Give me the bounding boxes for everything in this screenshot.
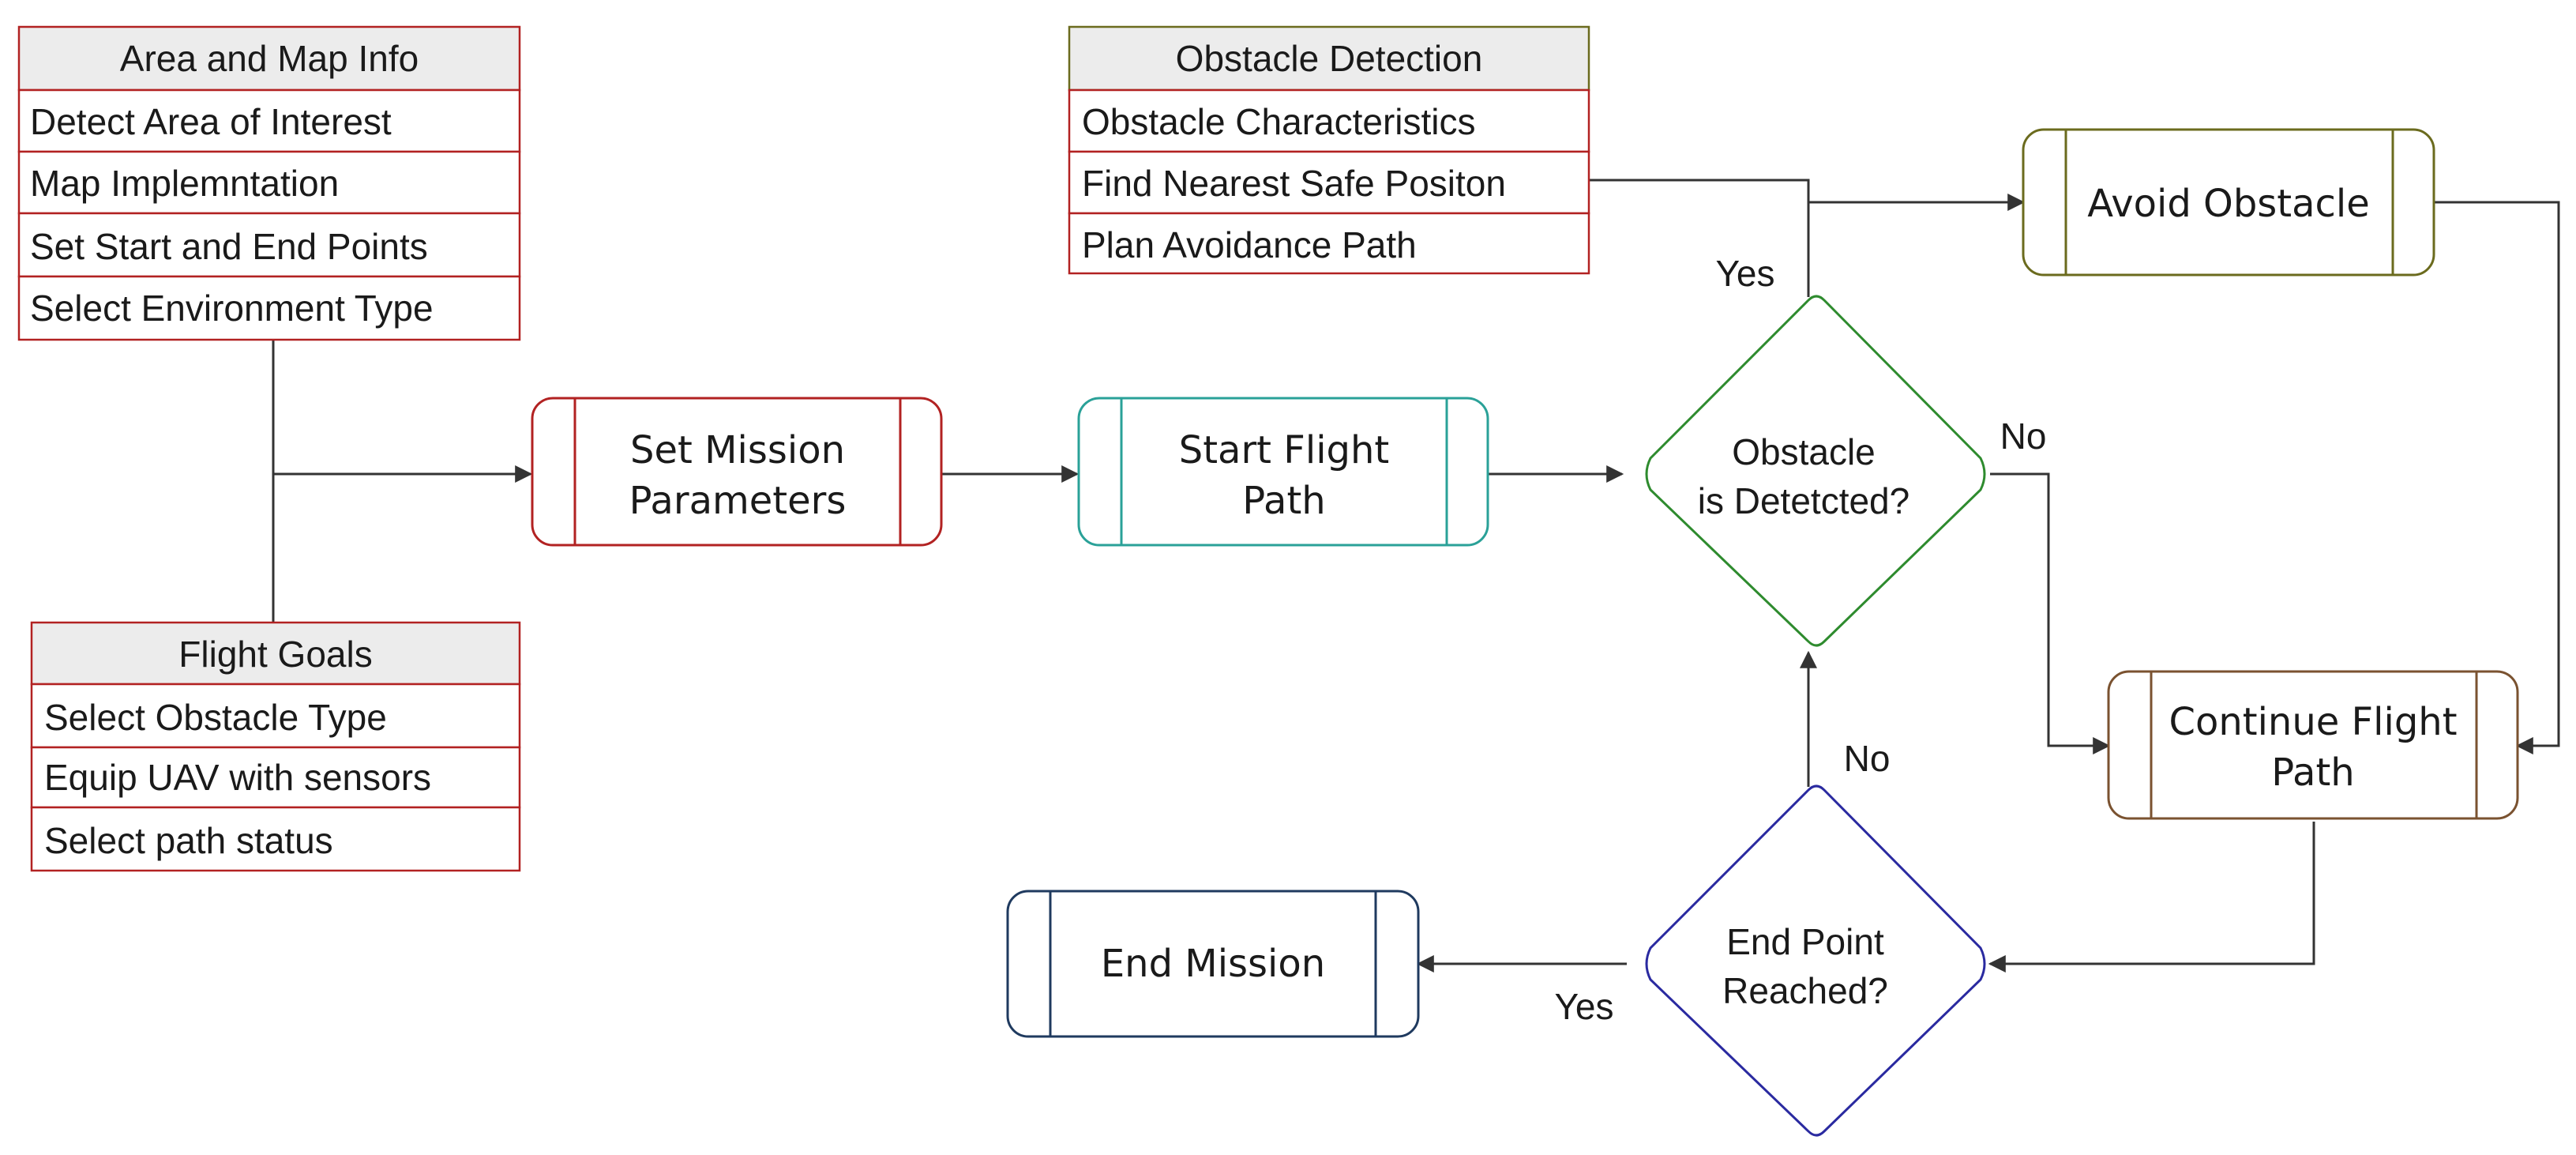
- node-avoid-obstacle: Avoid Obstacle: [2022, 128, 2435, 277]
- table-flight-goals: Flight Goals Select Obstacle Type Equip …: [30, 621, 521, 872]
- table-goals-row: Equip UAV with sensors: [44, 757, 431, 798]
- table-goals-row: Select path status: [44, 820, 333, 861]
- edge-label-yes-obstacle: Yes: [1715, 253, 1774, 294]
- edge-avoid-to-continue: [2434, 201, 2560, 754]
- table-area-map-info: Area and Map Info Detect Area of Interes…: [17, 25, 521, 341]
- edge-label-no-end: No: [1844, 738, 1891, 779]
- node-avoid-obstacle-label: Avoid Obstacle: [2087, 182, 2370, 226]
- decision-obstacle-label: is Detetcted?: [1698, 480, 1909, 521]
- node-end-mission: End Mission: [1006, 890, 1420, 1038]
- edge-no-to-continue: [1990, 472, 2111, 754]
- edge-continue-to-endpoint: [1988, 822, 2315, 973]
- table-goals-row: Select Obstacle Type: [44, 697, 387, 738]
- table-obstacle-row: Find Nearest Safe Positon: [1082, 163, 1506, 204]
- table-goals-title: Flight Goals: [178, 634, 372, 675]
- node-set-mission-label: Parameters: [629, 479, 847, 523]
- node-continue-flight-label: Continue Flight: [2169, 700, 2457, 744]
- table-area-row: Detect Area of Interest: [30, 101, 392, 142]
- edge-yes-to-avoid: [1807, 194, 2026, 297]
- edge-label-yes-end: Yes: [1554, 986, 1613, 1027]
- table-area-row: Select Environment Type: [30, 288, 434, 329]
- decision-end-point-label: End Point: [1726, 921, 1884, 962]
- table-area-title: Area and Map Info: [120, 38, 419, 79]
- node-end-mission-label: End Mission: [1101, 942, 1325, 986]
- node-set-mission: Set Mission Parameters: [531, 397, 943, 547]
- node-start-flight-label: Start Flight: [1179, 428, 1390, 472]
- node-continue-flight: Continue Flight Path: [2107, 670, 2519, 820]
- decision-end-point: End Point Reached?: [1645, 784, 1986, 1137]
- node-continue-flight-label: Path: [2271, 751, 2354, 795]
- table-area-row: Set Start and End Points: [30, 226, 428, 267]
- table-obstacle-row: Plan Avoidance Path: [1082, 224, 1417, 265]
- table-obstacle-row: Obstacle Characteristics: [1082, 101, 1476, 142]
- connectors: [272, 179, 2560, 973]
- node-start-flight-label: Path: [1242, 479, 1325, 523]
- edge-label-no-obstacle: No: [2000, 416, 2047, 457]
- decision-end-point-label: Reached?: [1722, 970, 1888, 1011]
- edge-table-to-junction: [1589, 179, 1810, 202]
- decision-obstacle-label: Obstacle: [1732, 431, 1876, 472]
- decision-obstacle-detected: Obstacle is Detetcted?: [1645, 295, 1986, 647]
- table-obstacle-detection: Obstacle Detection Obstacle Characterist…: [1068, 25, 1590, 275]
- node-set-mission-label: Set Mission: [630, 428, 845, 472]
- table-area-row: Map Implemntation: [30, 163, 339, 204]
- node-start-flight: Start Flight Path: [1077, 397, 1489, 547]
- table-obstacle-title: Obstacle Detection: [1176, 38, 1483, 79]
